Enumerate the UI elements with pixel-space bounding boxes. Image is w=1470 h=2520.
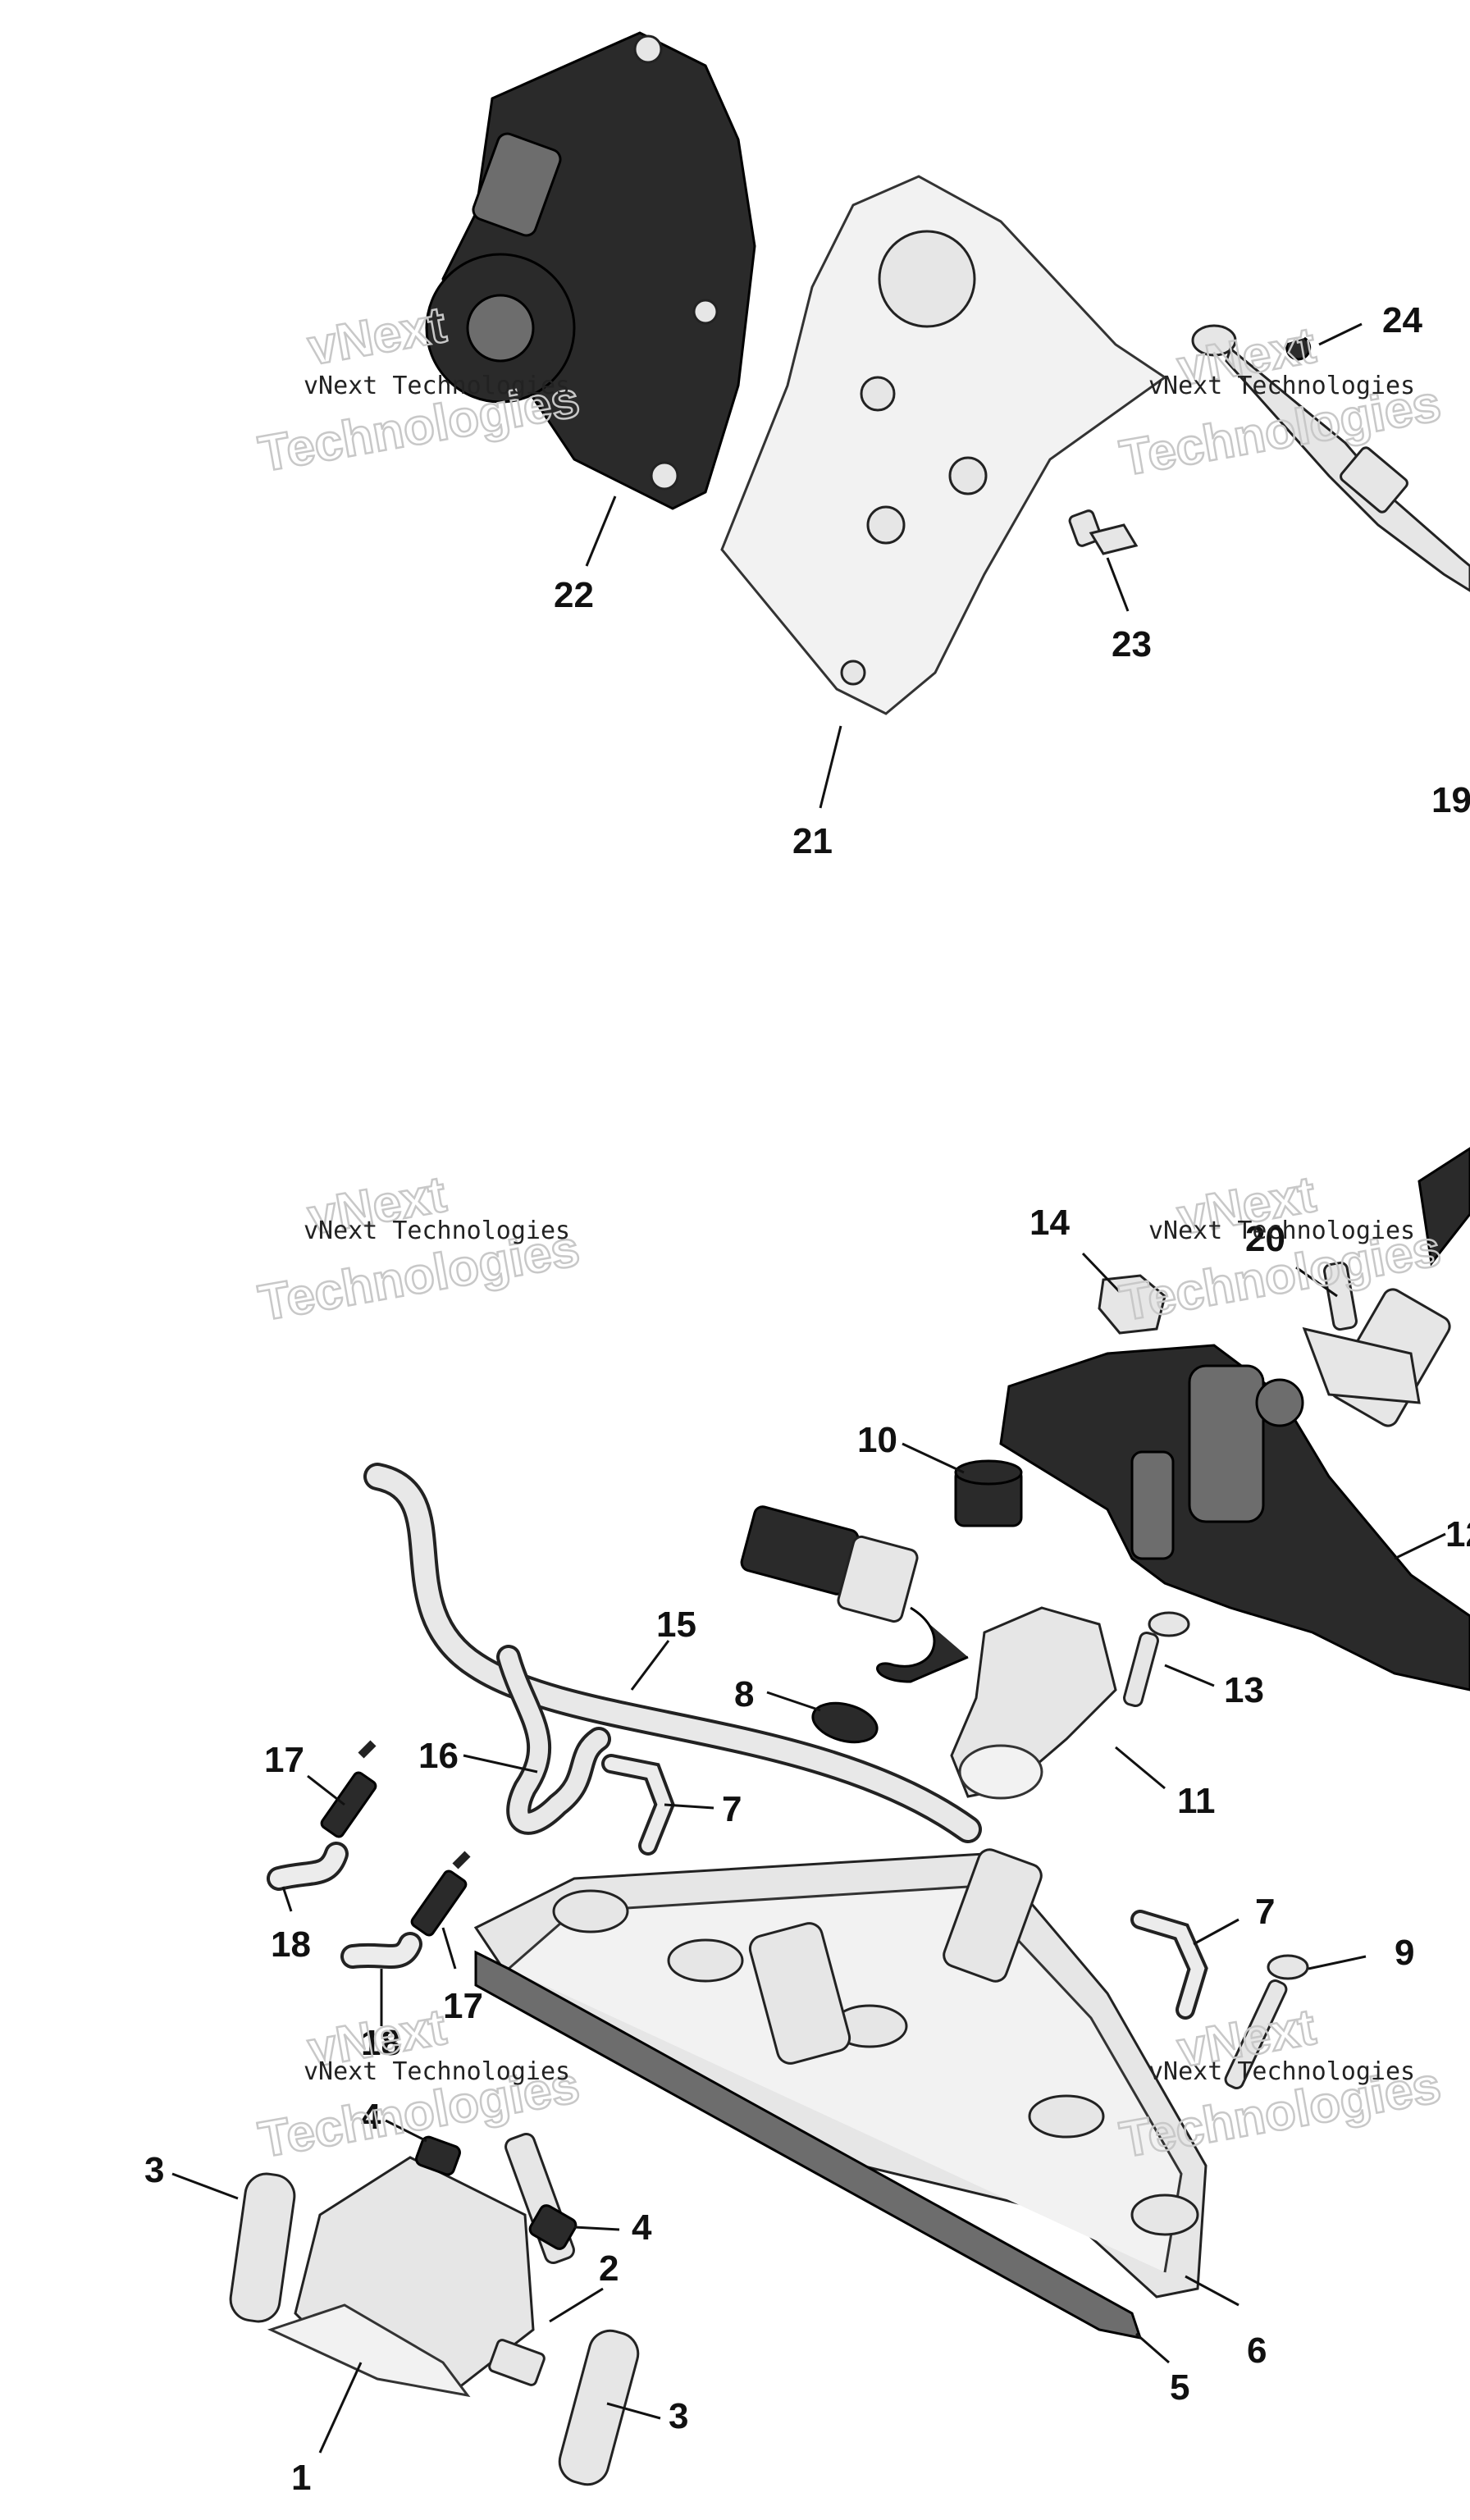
leader-5 — [1135, 2332, 1170, 2364]
bracket-plate-part — [720, 175, 1167, 715]
check-valve-17b-part — [410, 1851, 471, 1937]
callout-15: 15 — [656, 1605, 696, 1645]
leader-11 — [1115, 1746, 1166, 1790]
leader-17b — [441, 1927, 457, 1970]
nut-14-part — [1098, 1274, 1166, 1335]
callout-18b: 18 — [361, 2023, 401, 2063]
watermark-mid-right: vNext Technologies vNext Technologies — [1115, 1165, 1445, 1333]
svg-text:vNext Technologies: vNext Technologies — [1148, 1217, 1415, 1245]
callout-18a: 18 — [271, 1924, 311, 1965]
leader-21 — [819, 725, 842, 809]
callout-9: 9 — [1395, 1933, 1414, 1973]
callout-19: 19 — [1431, 780, 1470, 820]
leader-3b — [606, 2402, 661, 2420]
sensor-connector-part — [740, 1505, 969, 1683]
callout-10: 10 — [857, 1420, 897, 1460]
leader-2 — [549, 2287, 604, 2323]
watermark-mid-left: vNext Technologies vNext Technologies — [253, 1165, 584, 1333]
leader-4b — [573, 2226, 620, 2231]
leader-6 — [1185, 2275, 1239, 2307]
callout-4a: 4 — [361, 2097, 381, 2137]
callout-6: 6 — [1247, 2331, 1267, 2371]
bolt-23-part — [1068, 509, 1139, 555]
svg-text:vNext: vNext — [304, 297, 450, 377]
leader-24 — [1318, 322, 1363, 346]
callout-8: 8 — [734, 1674, 754, 1714]
leader-16 — [463, 1754, 538, 1774]
callout-4b: 4 — [632, 2207, 652, 2248]
callout-16: 16 — [418, 1736, 459, 1776]
linkage-20-part — [1302, 1147, 1470, 1427]
bolt-9-part — [1224, 1954, 1309, 2089]
callout-17b: 17 — [443, 1986, 483, 2026]
svg-text:vNext Technologies: vNext Technologies — [304, 2057, 570, 2086]
callout-12: 12 — [1445, 1514, 1470, 1554]
actuator-motor-part — [425, 31, 756, 510]
callout-3a: 3 — [144, 2150, 164, 2190]
svg-text:vNext Technologies: vNext Technologies — [1148, 372, 1415, 400]
cap-10-part — [954, 1459, 1023, 1527]
callout-14: 14 — [1029, 1203, 1070, 1243]
injector-3a-part — [229, 2172, 296, 2323]
callout-23: 23 — [1112, 624, 1152, 664]
svg-text:vNext Technologies: vNext Technologies — [304, 372, 570, 400]
leader-1 — [318, 2362, 363, 2454]
throttle-body-part — [267, 2156, 535, 2398]
callout-1: 1 — [291, 2458, 311, 2498]
callout-3b: 3 — [669, 2396, 688, 2436]
leader-23 — [1106, 557, 1130, 612]
mount-bracket-part — [999, 1344, 1470, 1691]
callout-21: 21 — [792, 821, 833, 861]
callout-11: 11 — [1177, 1781, 1216, 1821]
callout-7b: 7 — [1255, 1892, 1275, 1932]
leader-12 — [1394, 1532, 1446, 1560]
callout-2: 2 — [599, 2248, 619, 2289]
leader-9 — [1308, 1955, 1367, 1970]
leader-18a — [281, 1886, 293, 1912]
callout-20: 20 — [1245, 1219, 1285, 1259]
callout-7a: 7 — [722, 1789, 742, 1829]
callout-17a: 17 — [264, 1740, 304, 1780]
leader-8 — [766, 1691, 821, 1712]
spring-4a-part — [415, 2135, 461, 2176]
watermark-bottom-right: vNext Technologies vNext Technologies — [1115, 1997, 1445, 2170]
intake-manifold-part — [473, 1848, 1208, 2299]
watermark-top-right: vNext Technologies vNext Technologies — [1115, 316, 1445, 488]
callout-24: 24 — [1382, 300, 1422, 340]
leader-14 — [1081, 1252, 1121, 1294]
leader-15 — [630, 1640, 670, 1691]
injector-3b-part — [558, 2329, 640, 2486]
sensor-11-part — [950, 1606, 1117, 1800]
leader-7a — [664, 1803, 714, 1810]
callout-5: 5 — [1170, 2367, 1189, 2408]
leader-4a — [385, 2119, 427, 2143]
leader-13 — [1164, 1664, 1215, 1687]
oring-8-part — [811, 1701, 879, 1744]
leader-20 — [1295, 1266, 1338, 1298]
leader-3a — [171, 2172, 239, 2200]
leader-22 — [585, 495, 617, 567]
callout-22: 22 — [554, 575, 594, 615]
check-valve-17a-part — [320, 1740, 377, 1838]
spring-4b-part — [528, 2204, 578, 2250]
leader-10 — [902, 1442, 965, 1474]
svg-text:vNext Technologies: vNext Technologies — [304, 1217, 570, 1245]
leader-17a — [307, 1774, 345, 1806]
svg-text:vNext Technologies: vNext Technologies — [1148, 2057, 1415, 2086]
bolt-13-part — [1123, 1611, 1190, 1708]
cable-end-part — [1191, 324, 1470, 592]
leader-7b — [1193, 1918, 1239, 1946]
callout-13: 13 — [1224, 1670, 1264, 1710]
